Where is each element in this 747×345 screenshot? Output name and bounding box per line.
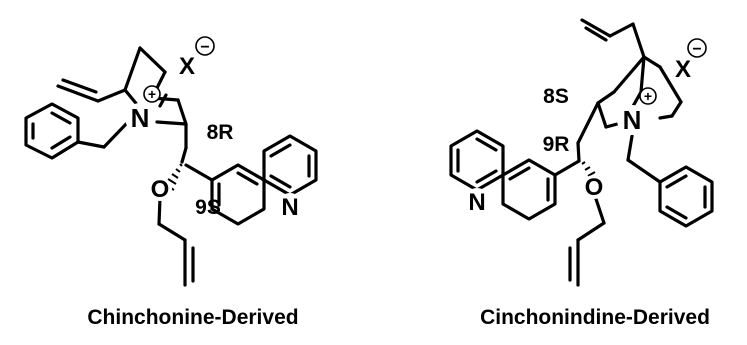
positive-charge-left: + [148,86,156,102]
structure-cinchonindine-derived: N + X − 8S 9R O N Cinchonindine-Derived [449,18,714,329]
ether-oxygen-right: O [585,174,604,201]
stereocenter-c8-label-left: 8R [207,121,234,144]
ether-oxygen-left: O [151,176,170,203]
structure-chinchonine-derived: N + X − 8R 9S O N Chinchonine-Derived [24,36,318,329]
stereocenter-c8-label-right: 8S [543,85,569,108]
vinyl-group-right [580,18,646,59]
quinuclidine-cage-right [596,55,683,129]
quinoline-nitrogen-right: N [468,189,485,216]
n-benzyl-group-right [626,134,714,228]
caption-chinchonine-derived: Chinchonine-Derived [87,306,298,329]
allyl-ether-right [568,194,606,287]
vinyl-group-left [56,78,127,103]
positive-charge-right: + [644,88,652,104]
backbone-left [180,122,188,164]
quaternary-nitrogen-right: N [623,105,642,135]
negative-charge-right: − [692,41,701,58]
negative-charge-circle-left [195,36,215,56]
counterion-right: X [675,56,691,83]
atom-labels-left: N + X − 8R 9S O N [125,36,303,221]
stereocenter-c9-label-left: 9S [195,196,221,219]
atom-labels-right: N + X − 8S 9R O N [464,38,707,216]
backbone-right [576,101,600,163]
n-benzyl-group-left [24,102,130,160]
caption-cinchonindine-derived: Cinchonindine-Derived [480,306,710,329]
quaternary-nitrogen-left: N [131,103,150,133]
stereocenter-c9-label-right: 9R [543,133,570,156]
quinoline-right [449,129,557,221]
quinoline-nitrogen-left: N [281,194,298,221]
negative-charge-circle-right [687,38,707,58]
positive-charge-circle-left [143,85,161,103]
counterion-left: X [179,53,195,80]
negative-charge-left: − [200,39,209,56]
positive-charge-circle-right [639,87,657,105]
allyl-ether-left [157,196,195,287]
